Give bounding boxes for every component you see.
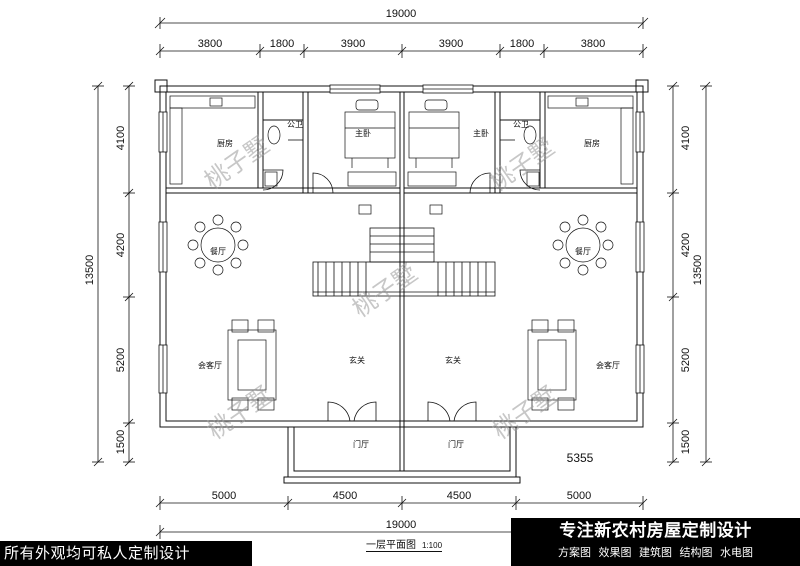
dim-left-total: 13500	[84, 255, 96, 286]
dim-total-top: 19000	[386, 8, 417, 20]
room-label-foyer: 玄关	[349, 355, 365, 365]
dim-right-seg: 1500	[680, 430, 692, 454]
banner-left-text: 所有外观均可私人定制设计	[4, 544, 191, 562]
room-label-foyer: 玄关	[445, 355, 461, 365]
room-label-kitchen: 厨房	[217, 138, 233, 148]
dim-right-seg: 5200	[680, 348, 692, 372]
watermark: 桃子墅	[487, 381, 562, 445]
room-label-entry-hall: 门厅	[448, 439, 464, 449]
banner-left: 所有外观均可私人定制设计	[0, 541, 252, 566]
room-label-public-bath: 公卫	[287, 120, 303, 129]
dim-top-seg: 1800	[270, 38, 294, 50]
left-dimensions	[92, 81, 135, 467]
dim-top-seg: 1800	[510, 38, 534, 50]
banner-right: 专注新农村房屋定制设计 方案图 效果图 建筑图 结构图 水电图	[511, 518, 800, 566]
banner-right-services: 方案图 效果图 建筑图 结构图 水电图	[558, 546, 753, 559]
watermark: 桃子墅	[347, 259, 422, 323]
room-label-master-bedroom: 主卧	[473, 128, 489, 138]
dim-bottom-seg: 5000	[567, 490, 591, 502]
banner-right-headline: 专注新农村房屋定制设计	[559, 521, 752, 541]
right-dimensions	[667, 81, 712, 467]
area-label: 5355	[567, 451, 594, 465]
drawing-caption: 一层平面图 1:100	[366, 536, 443, 552]
dim-top-seg: 3900	[439, 38, 463, 50]
entry-porch	[283, 426, 521, 484]
dim-bottom-seg: 4500	[333, 490, 357, 502]
dim-right-total: 13500	[692, 255, 704, 286]
room-label-public-bath: 公卫	[513, 120, 529, 129]
room-label-kitchen: 厨房	[584, 138, 600, 148]
dim-left-seg: 4200	[115, 233, 127, 257]
dim-top-seg: 3900	[341, 38, 365, 50]
dim-left-seg: 1500	[115, 430, 127, 454]
dim-total-bottom: 19000	[386, 519, 417, 531]
room-label-entry-hall: 门厅	[353, 439, 369, 449]
windows	[158, 84, 645, 394]
room-label-master-bedroom: 主卧	[355, 128, 371, 138]
room-label-living: 会客厅	[596, 360, 620, 370]
interior-walls	[166, 92, 637, 427]
dim-bottom-seg: 5000	[212, 490, 236, 502]
room-label-living: 会客厅	[198, 360, 222, 370]
dim-right-seg: 4200	[680, 233, 692, 257]
furniture	[169, 95, 634, 411]
dim-left-seg: 4100	[115, 126, 127, 150]
dim-left-seg: 5200	[115, 348, 127, 372]
dim-bottom-seg: 4500	[447, 490, 471, 502]
room-label-dining: 餐厅	[575, 247, 591, 256]
watermark: 桃子墅	[484, 133, 559, 197]
caption-scale: 1:100	[422, 541, 443, 550]
dim-top-seg: 3800	[198, 38, 222, 50]
room-label-dining: 餐厅	[210, 247, 226, 256]
dim-right-seg: 4100	[680, 126, 692, 150]
staircase	[312, 227, 496, 297]
caption-title: 一层平面图	[366, 540, 416, 551]
dim-top-seg: 3800	[581, 38, 605, 50]
top-dimensions	[154, 17, 649, 58]
doors	[262, 139, 541, 422]
